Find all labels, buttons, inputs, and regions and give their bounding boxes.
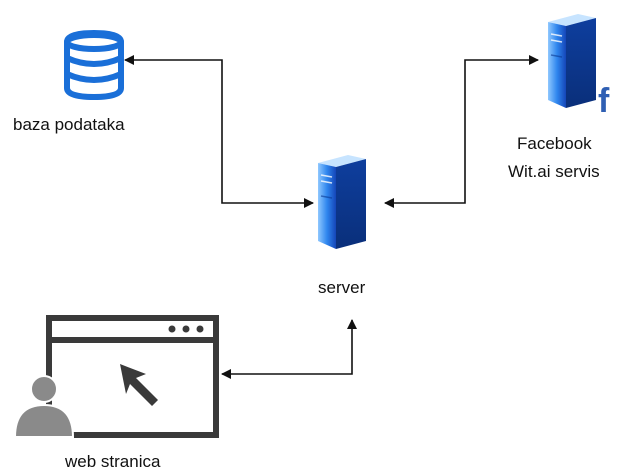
connectors xyxy=(124,55,539,379)
facebook-label-line2: Wit.ai servis xyxy=(508,162,600,181)
facebook-badge-icon: f xyxy=(598,82,610,120)
user-icon xyxy=(13,375,75,438)
database-icon xyxy=(64,30,124,100)
connector-server-database xyxy=(124,55,314,208)
cursor-arrow-icon xyxy=(120,364,158,406)
database-label: baza podataka xyxy=(13,115,125,134)
web-node: web stranica xyxy=(13,315,219,471)
window-dot-icon xyxy=(168,325,176,333)
server-label: server xyxy=(318,278,366,297)
window-dot-icon xyxy=(196,325,204,333)
database-node: baza podataka xyxy=(13,30,125,134)
server-facebook-icon xyxy=(548,14,596,108)
browser-window-icon xyxy=(46,315,219,438)
server-icon xyxy=(318,155,366,249)
server-node: server xyxy=(318,155,366,297)
connector-server-web xyxy=(221,319,357,379)
web-label: web stranica xyxy=(64,452,161,471)
window-dot-icon xyxy=(182,325,190,333)
facebook-node: f Facebook Wit.ai servis xyxy=(508,14,610,181)
facebook-label-line1: Facebook xyxy=(517,134,592,153)
connector-server-facebook xyxy=(384,55,539,208)
